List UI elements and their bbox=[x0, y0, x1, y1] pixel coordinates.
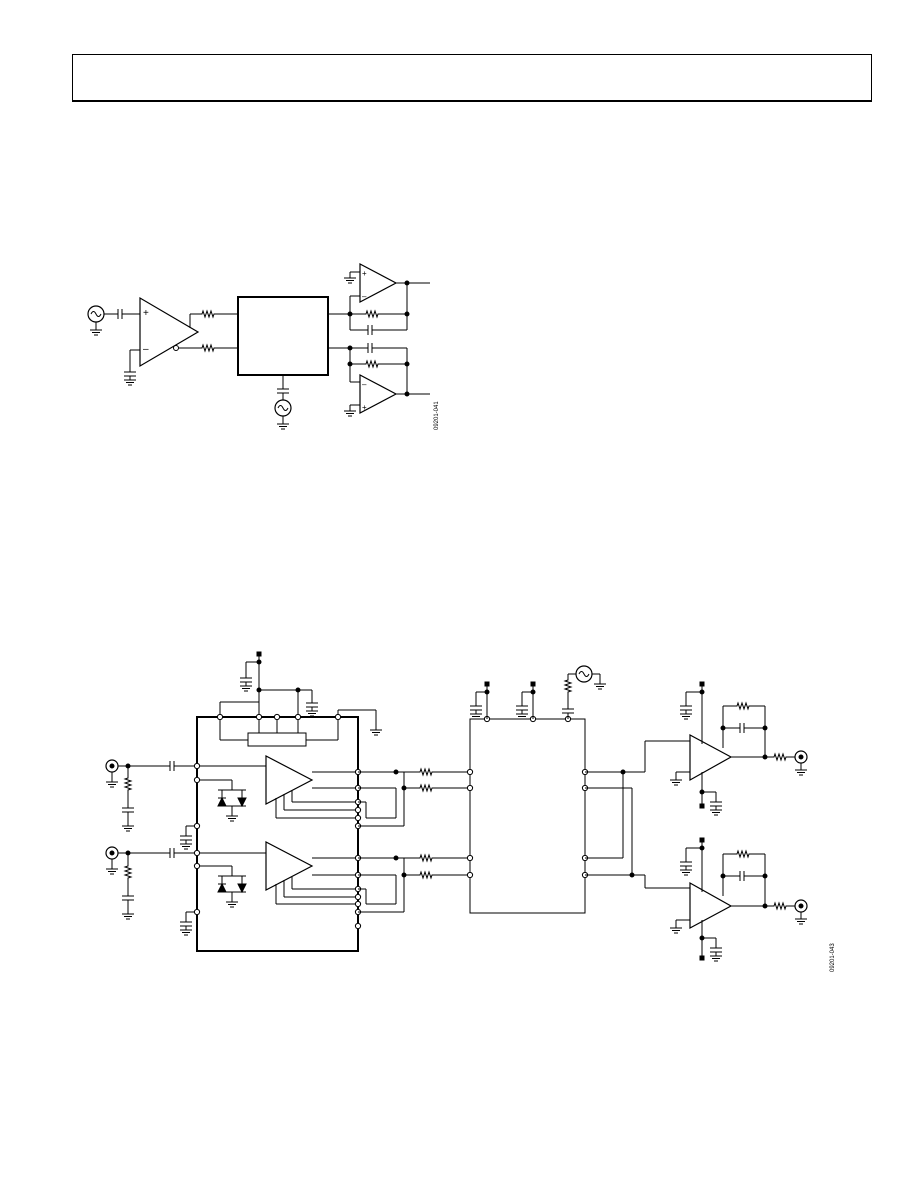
clock-source-adc bbox=[575, 665, 593, 683]
output-amp-b bbox=[689, 881, 733, 930]
figure-1-code: 09201-041 bbox=[434, 401, 440, 430]
adc-device-block bbox=[237, 296, 329, 376]
svg-text:–: – bbox=[143, 344, 149, 355]
svg-text:–: – bbox=[362, 380, 367, 389]
clock-source bbox=[274, 399, 292, 417]
dual-amp-ic-block bbox=[196, 716, 359, 952]
output-amp-a bbox=[689, 733, 733, 782]
svg-text:–: – bbox=[362, 292, 367, 301]
page-header-box bbox=[72, 54, 872, 102]
signal-source-left bbox=[87, 305, 105, 336]
amplifier-a bbox=[265, 755, 314, 805]
svg-text:+: + bbox=[362, 269, 367, 278]
figure-1-schematic: + – + – bbox=[87, 263, 430, 430]
figure-2-code: 09201-043 bbox=[830, 943, 836, 972]
svg-text:+: + bbox=[362, 403, 367, 412]
svg-text:+: + bbox=[143, 308, 149, 319]
driver-op-amp: + – bbox=[139, 296, 200, 368]
bnc-output-a bbox=[794, 750, 808, 764]
bnc-output-b bbox=[794, 899, 808, 913]
amplifier-b bbox=[265, 841, 314, 891]
bnc-input-a bbox=[105, 759, 119, 773]
figure-2-schematic bbox=[105, 651, 808, 962]
bnc-input-b bbox=[105, 846, 119, 860]
output-amp-bottom: – + bbox=[359, 374, 398, 414]
input-capacitor bbox=[111, 308, 129, 320]
adc-block bbox=[469, 718, 586, 914]
output-amp-top: + – bbox=[359, 263, 398, 303]
